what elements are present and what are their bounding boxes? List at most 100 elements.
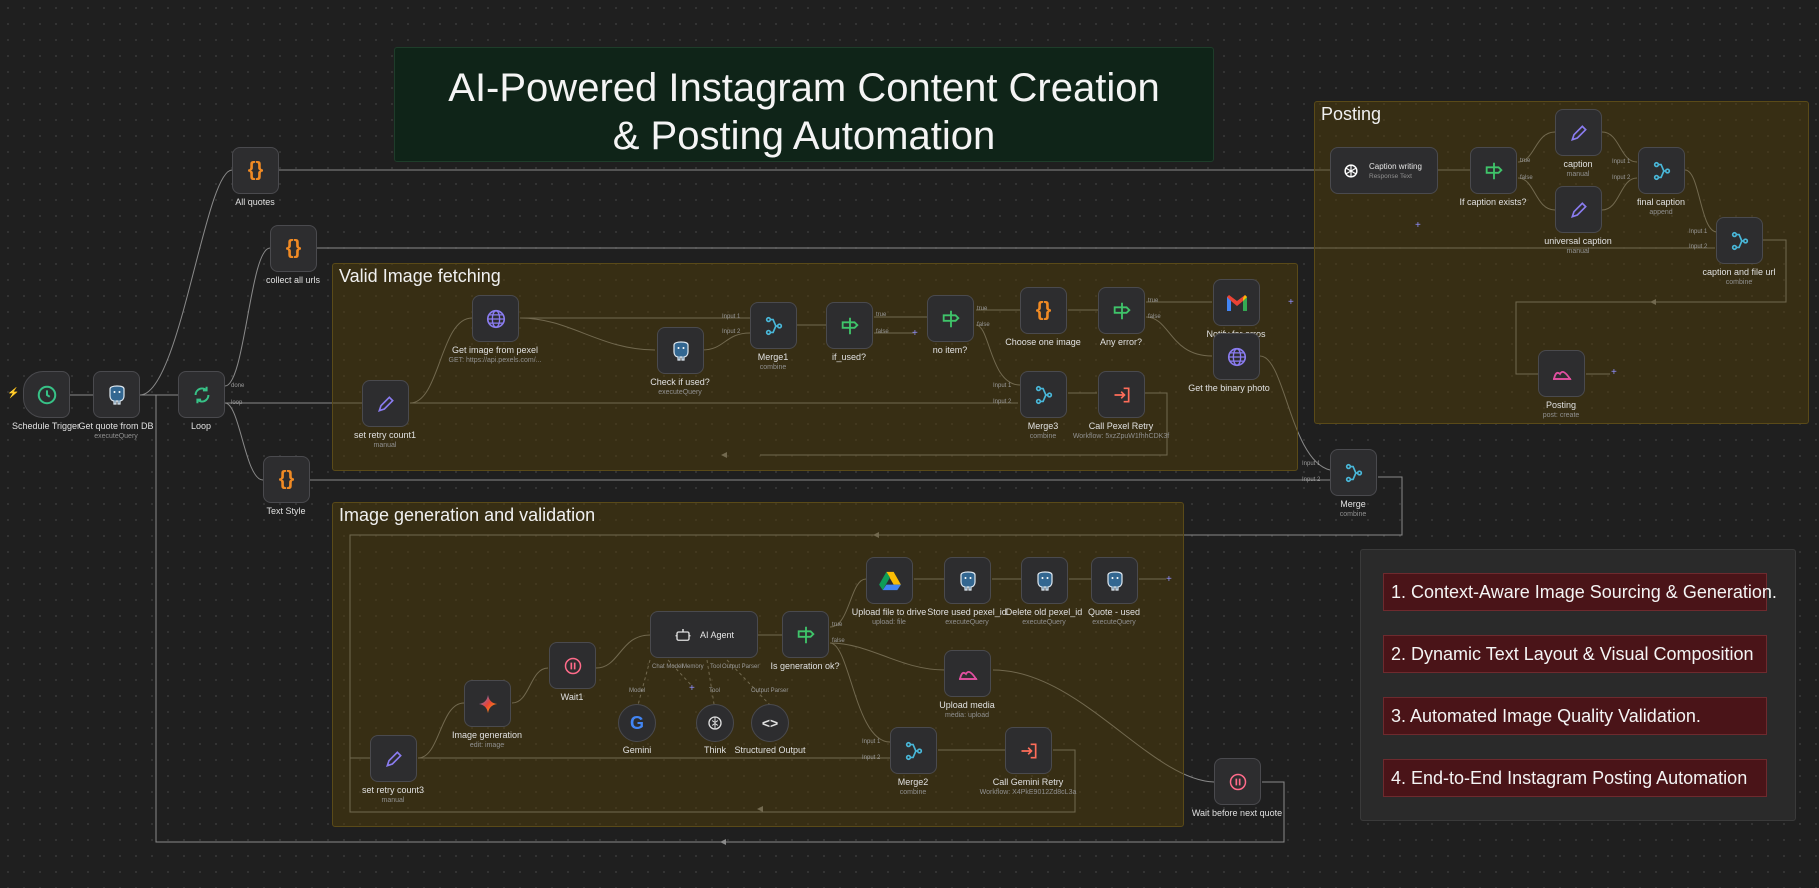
if-icon <box>1483 160 1505 182</box>
node-choose-image[interactable]: {} <box>1020 287 1067 334</box>
node-merge[interactable] <box>1330 449 1377 496</box>
node-gemini[interactable]: G <box>618 704 656 742</box>
node-merge1[interactable] <box>750 302 797 349</box>
node-merge2[interactable] <box>890 727 937 774</box>
node-set-retry1[interactable] <box>362 380 409 427</box>
label-get-quote: Get quote from DB <box>78 421 154 431</box>
label-set-retry3: set retry count3 <box>361 785 425 795</box>
node-collect-urls[interactable]: {} <box>270 225 317 272</box>
postgres-icon <box>956 569 980 593</box>
add-node-plus-icon[interactable]: + <box>689 683 695 694</box>
port-merge2-input1: Input 1 <box>862 739 881 745</box>
node-posting[interactable] <box>1538 350 1585 397</box>
node-store-pexel[interactable] <box>944 557 991 604</box>
node-ai-agent[interactable]: AI Agent <box>650 611 758 658</box>
node-notify-errors[interactable] <box>1213 279 1260 326</box>
add-node-plus-icon[interactable]: + <box>1166 574 1172 585</box>
postgres-icon <box>1033 569 1057 593</box>
node-if-caption[interactable] <box>1470 147 1517 194</box>
label-merge: Merge <box>1340 499 1366 509</box>
add-node-plus-icon[interactable]: + <box>912 328 918 339</box>
node-check-used[interactable] <box>657 327 704 374</box>
sub-call-gemini-retry: Workflow: X4PkE9012Zd8cL3a <box>979 789 1077 796</box>
sub-get-quote: executeQuery <box>94 433 138 440</box>
node-binary-photo[interactable] <box>1213 333 1260 380</box>
sub-merge2: combine <box>899 789 927 796</box>
node-all-quotes[interactable]: {} <box>232 147 279 194</box>
features-note[interactable]: 1. Context-Aware Image Sourcing & Genera… <box>1360 549 1796 821</box>
port-tool: Tool <box>710 664 722 670</box>
node-quote-used[interactable] <box>1091 557 1138 604</box>
port-if-caption-true: true <box>1520 158 1531 164</box>
node-structured-output[interactable]: <> <box>751 704 789 742</box>
node-upload-media[interactable] <box>944 650 991 697</box>
execute-workflow-icon <box>1019 741 1039 761</box>
node-wait1[interactable] <box>549 642 596 689</box>
node-upload-drive[interactable] <box>866 557 913 604</box>
node-get-image-pexel[interactable] <box>472 295 519 342</box>
sub-final-caption: append <box>1649 209 1673 216</box>
feature-2: 2. Dynamic Text Layout & Visual Composit… <box>1383 635 1767 673</box>
label-wait-next-quote: Wait before next quote <box>1191 808 1283 818</box>
label-delete-pexel: Delete old pexel_id <box>1005 607 1083 617</box>
group-title-valid-image: Valid Image fetching <box>339 266 501 286</box>
node-caption-file-url[interactable] <box>1716 217 1763 264</box>
node-get-quote[interactable] <box>93 371 140 418</box>
node-schedule-trigger[interactable] <box>23 371 70 418</box>
node-if-used[interactable] <box>826 302 873 349</box>
clock-icon <box>36 384 58 406</box>
trigger-bolt-icon: ⚡ <box>7 388 20 399</box>
add-node-plus-icon[interactable]: + <box>1611 367 1617 378</box>
add-node-plus-icon[interactable]: + <box>1415 220 1421 231</box>
label-collect-urls: collect all urls <box>265 275 321 285</box>
node-any-error[interactable] <box>1098 287 1145 334</box>
label-check-used: Check if used? <box>650 377 710 387</box>
postgres-icon <box>105 383 129 407</box>
port-merge3-input1: Input 1 <box>993 383 1012 389</box>
label-merge3: Merge3 <box>1027 421 1059 431</box>
node-text-style[interactable]: {} <box>263 456 310 503</box>
node-wait-next-quote[interactable] <box>1214 758 1261 805</box>
title-sticky-note[interactable]: AI-Powered Instagram Content Creation & … <box>394 47 1214 162</box>
if-icon <box>795 624 817 646</box>
node-final-caption[interactable] <box>1638 147 1685 194</box>
code-braces-icon: {} <box>247 159 264 181</box>
port-final-caption-input2: Input 2 <box>1612 175 1631 181</box>
label-posting: Posting <box>1545 400 1577 410</box>
label-caption-writing: Caption writing <box>1369 161 1422 171</box>
globe-icon <box>1226 346 1248 368</box>
port-merge-input1: Input 1 <box>1302 461 1321 467</box>
pencil-icon <box>384 749 404 769</box>
label-get-image-pexel: Get image from pexel <box>451 345 539 355</box>
node-no-item[interactable] <box>927 295 974 342</box>
code-braces-icon: {} <box>278 468 295 490</box>
openai-icon <box>1341 161 1361 181</box>
label-upload-media: Upload media <box>939 700 995 710</box>
pause-icon <box>563 656 583 676</box>
feature-1: 1. Context-Aware Image Sourcing & Genera… <box>1383 573 1777 611</box>
sub-quote-used: executeQuery <box>1092 619 1136 626</box>
node-loop[interactable] <box>178 371 225 418</box>
node-call-pexel-retry[interactable] <box>1098 371 1145 418</box>
node-set-retry3[interactable] <box>370 735 417 782</box>
postgres-icon <box>1103 569 1127 593</box>
node-image-generation[interactable] <box>464 680 511 727</box>
add-node-plus-icon[interactable]: + <box>1288 297 1294 308</box>
label-is-generation-ok: Is generation ok? <box>770 661 840 671</box>
postgres-icon <box>669 339 693 363</box>
pencil-icon <box>1569 200 1589 220</box>
label-quote-used: Quote - used <box>1087 607 1141 617</box>
node-call-gemini-retry[interactable] <box>1005 727 1052 774</box>
label-wait1: Wait1 <box>560 692 584 702</box>
port-memory: Memory <box>682 664 704 670</box>
node-universal-caption[interactable] <box>1555 186 1602 233</box>
node-caption-writing[interactable]: Caption writing Response Text <box>1330 147 1438 194</box>
merge-icon <box>903 740 925 762</box>
node-delete-pexel[interactable] <box>1021 557 1068 604</box>
node-is-generation-ok[interactable] <box>782 611 829 658</box>
node-think[interactable] <box>696 704 734 742</box>
node-caption[interactable] <box>1555 109 1602 156</box>
node-merge3[interactable] <box>1020 371 1067 418</box>
sub-merge1: combine <box>759 364 787 371</box>
